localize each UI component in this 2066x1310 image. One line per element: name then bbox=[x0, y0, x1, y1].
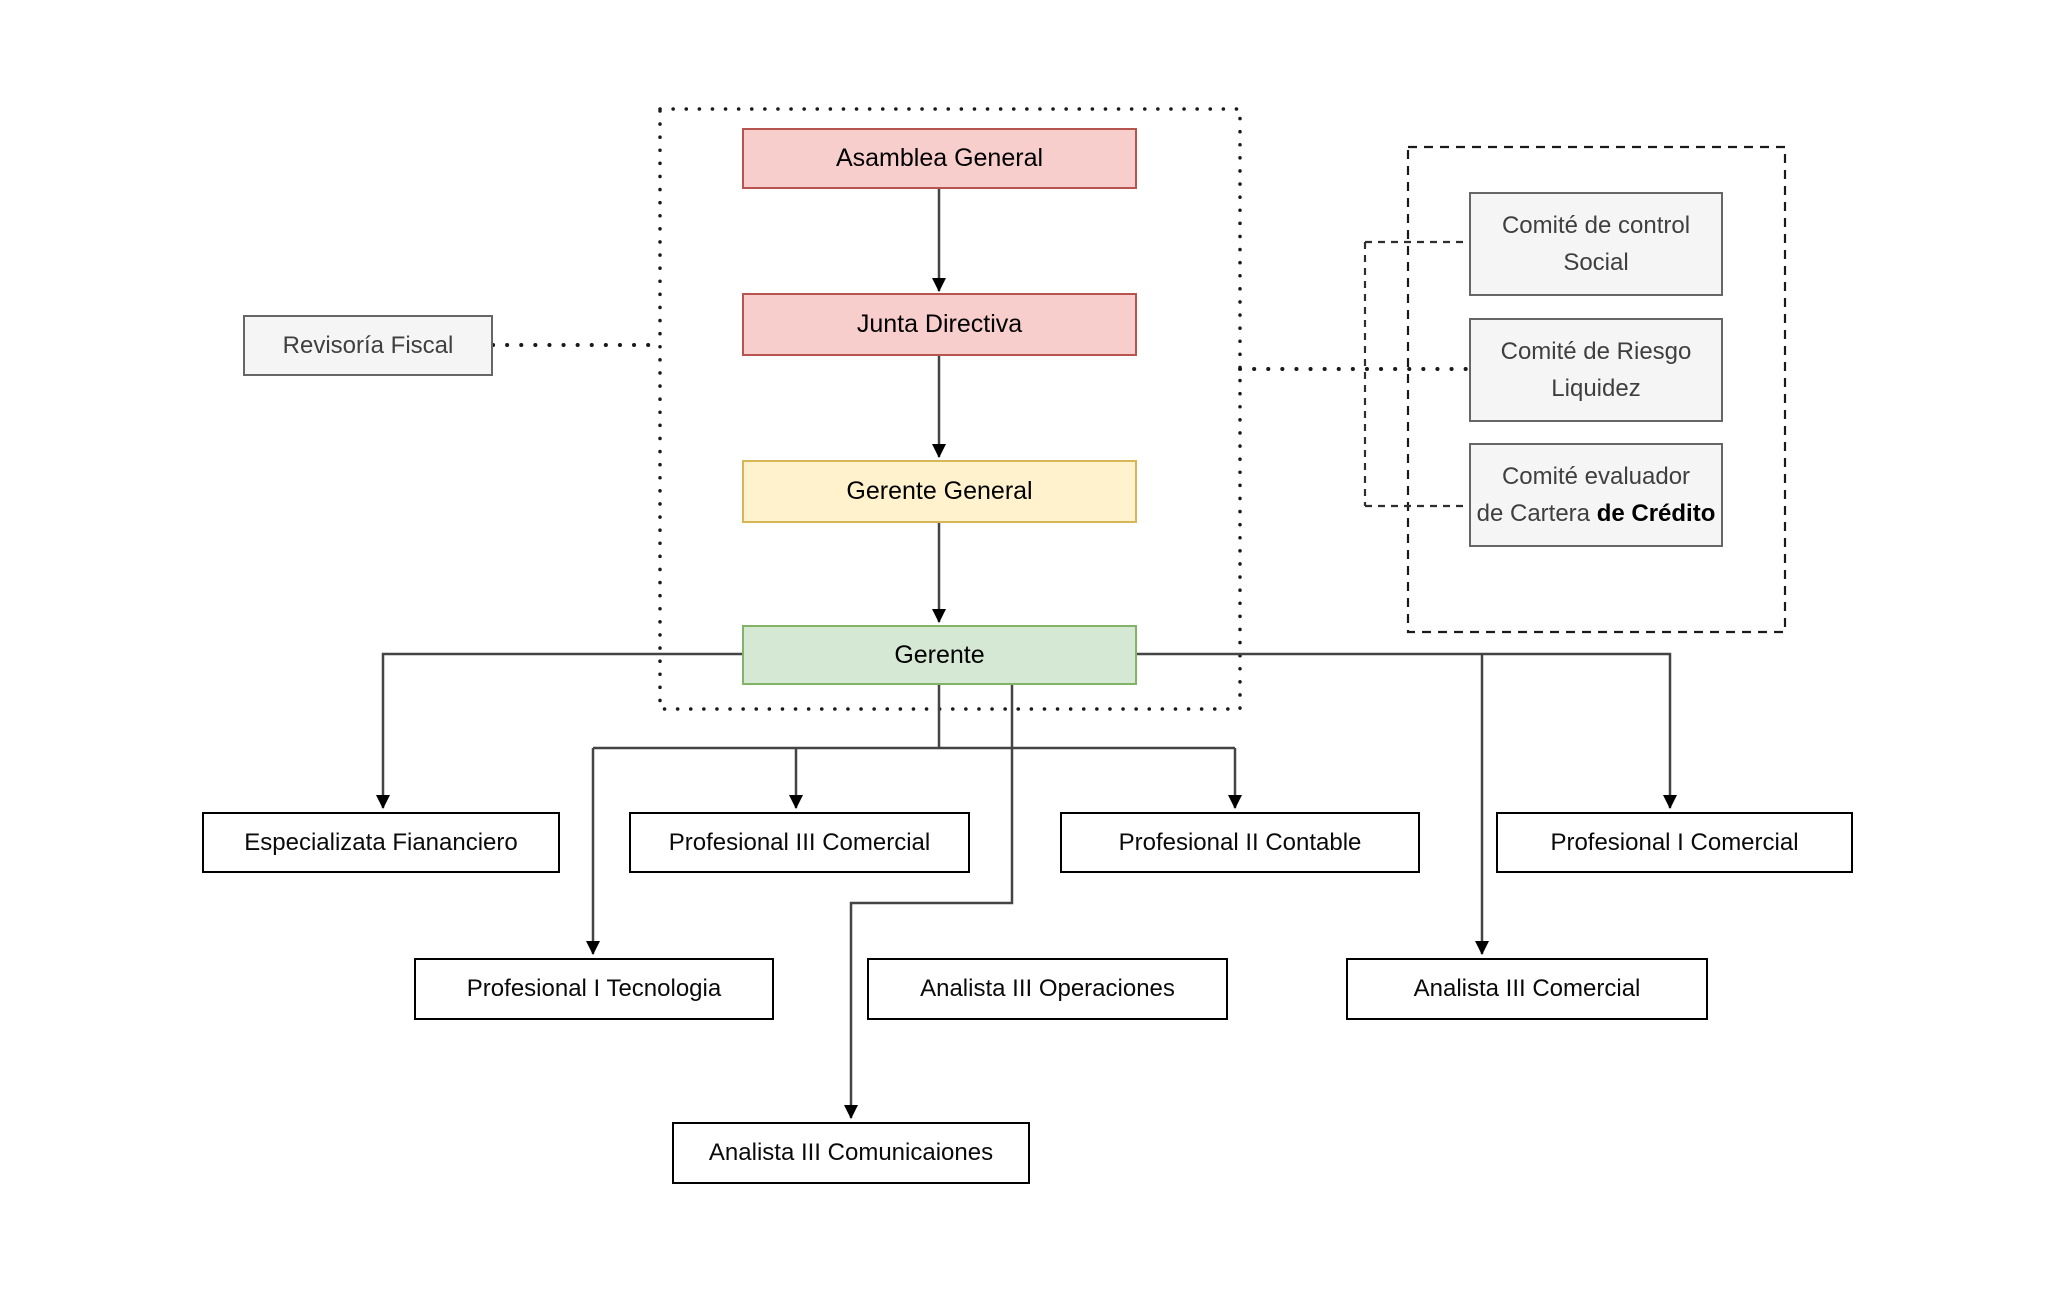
node-label: Analista III Operaciones bbox=[920, 975, 1175, 1002]
node-profesional-iii-comercial: Profesional III Comercial bbox=[629, 812, 970, 873]
node-analista-iii-operaciones: Analista III Operaciones bbox=[867, 958, 1228, 1020]
node-label-line2: Social bbox=[1563, 249, 1629, 276]
edge-gerente-prof1comercial bbox=[1137, 652, 1677, 809]
node-label: Profesional I Tecnologia bbox=[466, 975, 722, 1002]
node-profesional-ii-contable: Profesional II Contable bbox=[1060, 812, 1420, 873]
node-label-line2-bold: de Crédito bbox=[1596, 500, 1716, 527]
node-especializata-fiananciero: Especializata Fiananciero bbox=[202, 812, 560, 873]
node-label-line1: Comité de control bbox=[1501, 212, 1691, 239]
node-label: Gerente General bbox=[846, 477, 1033, 505]
node-label: Revisoría Fiscal bbox=[282, 331, 454, 359]
node-label: Profesional II Contable bbox=[1118, 828, 1362, 856]
node-label: Profesional III Comercial bbox=[668, 828, 931, 856]
node-comite-evaluador-cartera: Comité evaluador de Cartera de Crédito bbox=[1469, 443, 1723, 547]
node-analista-iii-comercial: Analista III Comercial bbox=[1346, 958, 1708, 1020]
node-profesional-i-tecnologia: Profesional I Tecnologia bbox=[414, 958, 774, 1020]
node-label-line2: Liquidez bbox=[1551, 375, 1641, 402]
node-label-line2-normal: de Cartera bbox=[1476, 500, 1591, 527]
node-analista-iii-comunicaiones: Analista III Comunicaiones bbox=[672, 1122, 1030, 1184]
node-comite-riesgo-liquidez: Comité de Riesgo Liquidez bbox=[1469, 318, 1723, 422]
edge-gerente-especializata bbox=[376, 652, 742, 809]
node-label-line1: Comité de Riesgo bbox=[1500, 338, 1692, 365]
edge-gerente-analista3comunicaiones bbox=[844, 685, 1014, 1119]
node-label: Profesional I Comercial bbox=[1550, 828, 1799, 856]
node-label: Especializata Fiananciero bbox=[244, 828, 518, 856]
node-label-line2: de Cartera de Crédito bbox=[1477, 495, 1716, 532]
node-label-line1: Comité evaluador bbox=[1501, 463, 1691, 490]
node-profesional-i-comercial: Profesional I Comercial bbox=[1496, 812, 1853, 873]
node-label: Analista III Comercial bbox=[1413, 975, 1641, 1002]
governance-dotted-container bbox=[658, 107, 1242, 711]
node-gerente: Gerente bbox=[742, 625, 1137, 685]
node-comite-control-social: Comité de control Social bbox=[1469, 192, 1723, 296]
node-label: Gerente bbox=[894, 640, 985, 669]
node-label: Asamblea General bbox=[835, 144, 1044, 172]
node-revisoria-fiscal: Revisoría Fiscal bbox=[243, 315, 493, 376]
node-gerente-general: Gerente General bbox=[742, 460, 1137, 523]
node-junta-directiva: Junta Directiva bbox=[742, 293, 1137, 356]
node-label: Analista III Comunicaiones bbox=[708, 1139, 994, 1166]
node-label: Junta Directiva bbox=[856, 310, 1023, 338]
node-asamblea-general: Asamblea General bbox=[742, 128, 1137, 189]
